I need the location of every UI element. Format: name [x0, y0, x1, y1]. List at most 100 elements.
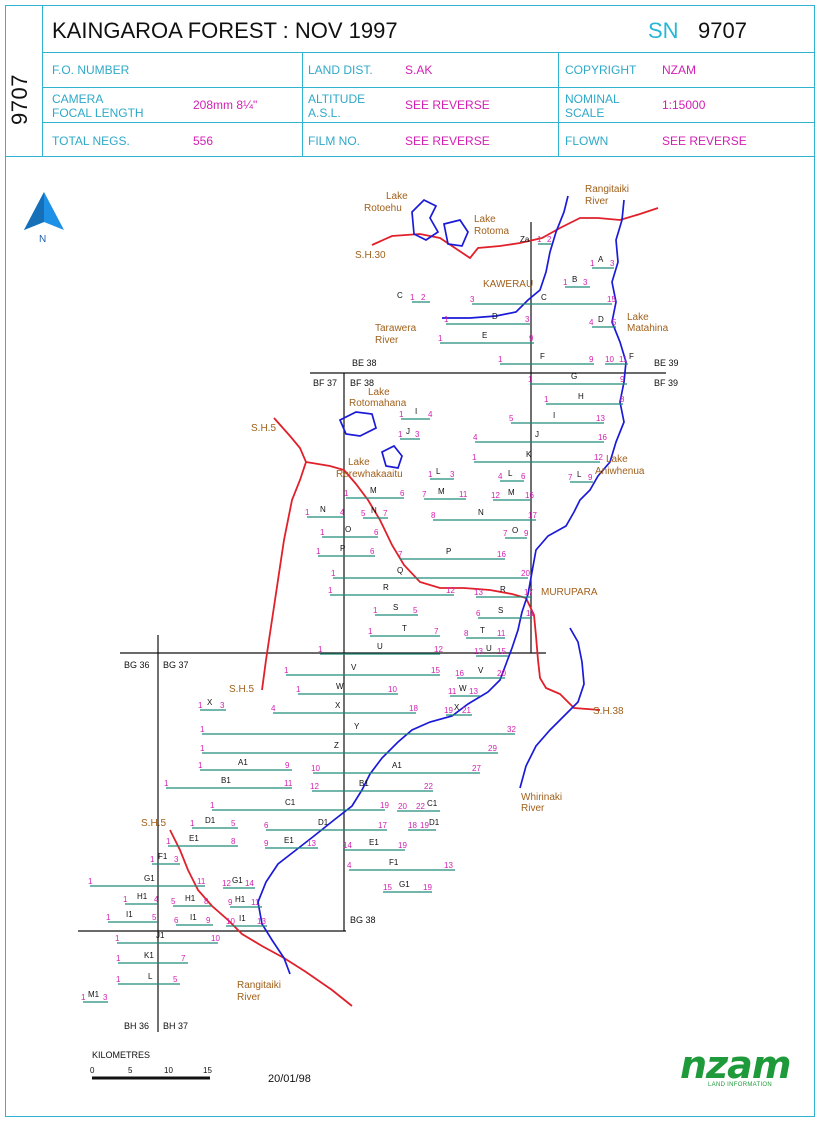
- place-label: S.H.30: [355, 250, 386, 261]
- grid-label: BG 37: [163, 660, 189, 670]
- run-start-number: 20: [398, 802, 407, 811]
- run-end-number: 9: [524, 529, 529, 538]
- run-letter: G1: [144, 874, 155, 883]
- run-letter: Za: [520, 235, 530, 244]
- run-start-number: 4: [347, 861, 352, 870]
- run-letter: Y: [354, 722, 360, 731]
- run-end-number: 6: [400, 489, 405, 498]
- run-start-number: 13: [474, 588, 483, 597]
- column-divider: [558, 52, 559, 156]
- run-end-number: 11: [284, 779, 293, 788]
- road-sh5-south: [169, 829, 353, 1007]
- run-letter: B: [572, 275, 577, 284]
- run-end-number: 6: [374, 528, 379, 537]
- scale-title: KILOMETRES: [92, 1050, 151, 1060]
- land-dist-value: S.AK: [405, 63, 433, 77]
- run-letter: B1: [359, 779, 369, 788]
- run-start-number: 10: [311, 764, 320, 773]
- asl-label: A.S.L.: [308, 106, 341, 120]
- place-label: S.H.5: [141, 818, 166, 829]
- place-label: Rangitaiki: [585, 184, 629, 195]
- run-letter: Q: [397, 566, 403, 575]
- grid-label: BF 39: [654, 378, 678, 388]
- run-letter: E1: [284, 836, 294, 845]
- run-start-number: 1: [284, 666, 289, 675]
- place-label: S.H.5: [229, 684, 254, 695]
- run-letter: N: [478, 508, 484, 517]
- run-letter: G: [571, 372, 577, 381]
- run-start-number: 7: [422, 490, 427, 499]
- run-end-number: 3: [103, 993, 108, 1002]
- run-start-number: 1: [296, 685, 301, 694]
- side-strip: [5, 5, 43, 156]
- run-start-number: 1: [164, 779, 169, 788]
- run-end-number: 2: [547, 235, 552, 244]
- run-letter: G1: [232, 876, 243, 885]
- place-label: MURUPARA: [541, 587, 598, 598]
- road-sh5-branch: [305, 461, 601, 711]
- river-rangitaiki: [257, 199, 627, 975]
- run-end-number: 11: [526, 609, 535, 618]
- run-end-number: 18: [409, 704, 418, 713]
- run-end-number: 10: [388, 685, 397, 694]
- flown-label: FLOWN: [565, 134, 609, 148]
- run-start-number: 1: [200, 725, 205, 734]
- run-start-number: 8: [431, 511, 436, 520]
- run-end-number: 27: [472, 764, 481, 773]
- run-end-number: 7: [434, 627, 439, 636]
- run-letter: O: [512, 526, 518, 535]
- print-date: 20/01/98: [268, 1073, 311, 1085]
- run-start-number: 1: [373, 606, 378, 615]
- run-letter: I1: [190, 913, 197, 922]
- run-letter: I1: [126, 910, 133, 919]
- run-letter: U: [377, 642, 383, 651]
- run-end-number: 4: [428, 410, 433, 419]
- place-label: River: [237, 992, 261, 1003]
- run-start-number: 5: [361, 509, 366, 518]
- place-label: Rotoehu: [364, 203, 402, 214]
- run-start-number: 1: [123, 895, 128, 904]
- road-sh5-north: [261, 417, 307, 691]
- run-start-number: 1: [115, 934, 120, 943]
- row-divider: [43, 87, 815, 88]
- run-start-number: 1: [544, 395, 549, 404]
- run-start-number: 1: [428, 470, 433, 479]
- grid-label: BF 37: [313, 378, 337, 388]
- north-arrow-icon: N: [24, 192, 64, 244]
- run-start-number: 1: [563, 278, 568, 287]
- run-start-number: 4: [271, 704, 276, 713]
- river-whirinaki: [519, 627, 585, 789]
- run-letter: M: [370, 486, 377, 495]
- run-start-number: 5: [509, 414, 514, 423]
- run-start-number: 3: [470, 295, 475, 304]
- run-letter: T: [402, 624, 407, 633]
- place-label: Lake: [386, 191, 408, 202]
- place-label: Rotoma: [474, 226, 509, 237]
- run-end-number: 16: [525, 491, 534, 500]
- run-letter: E: [482, 331, 487, 340]
- focal-length-value: 208mm 8¼": [193, 98, 258, 112]
- nzam-logo-sub: LAND INFORMATION: [708, 1082, 773, 1088]
- run-letter: L: [148, 972, 153, 981]
- page-title: KAINGAROA FOREST : NOV 1997: [52, 18, 398, 43]
- run-letter: L: [577, 470, 582, 479]
- run-end-number: 10: [211, 934, 220, 943]
- run-letter: F: [629, 352, 634, 361]
- lake-rerewhakaaitu: [380, 444, 403, 469]
- run-letter: X: [335, 701, 341, 710]
- run-end-number: 19: [423, 883, 432, 892]
- run-start-number: 1: [344, 489, 349, 498]
- run-end-number: 5: [413, 606, 418, 615]
- run-start-number: 19: [444, 706, 453, 715]
- roads: [169, 207, 659, 1007]
- run-start-number: 1: [318, 645, 323, 654]
- run-start-number: 1: [590, 259, 595, 268]
- run-start-number: 6: [174, 916, 179, 925]
- run-letter: S: [393, 603, 398, 612]
- run-letter: K1: [144, 951, 154, 960]
- run-end-number: 12: [434, 645, 443, 654]
- run-start-number: 1: [116, 954, 121, 963]
- run-letter: L: [508, 469, 513, 478]
- place-label: Matahina: [627, 323, 669, 334]
- scale-tick: 15: [203, 1066, 212, 1075]
